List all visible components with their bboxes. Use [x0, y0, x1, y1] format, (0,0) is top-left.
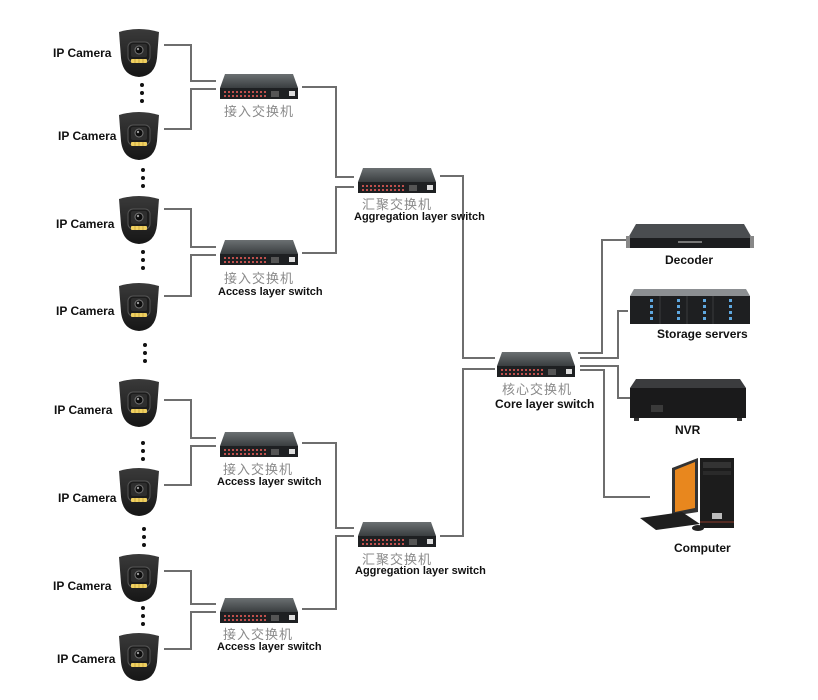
link-camera2-access1	[164, 88, 216, 130]
access-switch-label-cn: 接入交换机	[223, 463, 294, 478]
camera-icon	[118, 111, 160, 161]
aggregation-switch-label: Aggregation layer switch	[355, 565, 486, 577]
link-camera1-access1	[164, 44, 216, 82]
core-switch-label: Core layer switch	[495, 397, 595, 411]
aggregation-switch-icon	[358, 522, 436, 547]
camera-icon	[118, 553, 160, 603]
link-camera5-access3	[164, 399, 216, 439]
more-cameras-indicator	[139, 83, 145, 107]
link-core-nvr	[580, 365, 630, 399]
access-switch-label: Access layer switch	[218, 286, 323, 298]
access-switch-icon	[220, 74, 298, 99]
link-core-computer	[580, 369, 650, 498]
link-camera8-access4	[164, 611, 216, 650]
access-switch-label-cn: 接入交换机	[224, 105, 295, 120]
more-cameras-indicator	[140, 606, 146, 630]
aggregation-switch-icon	[358, 168, 436, 193]
storage-server-icon	[630, 289, 750, 324]
access-switch-label: Access layer switch	[217, 641, 322, 653]
aggregation-switch-label-cn: 汇聚交换机	[362, 198, 433, 213]
camera-icon	[118, 632, 160, 682]
more-cameras-indicator	[140, 250, 146, 274]
aggregation-switch-label-cn: 汇聚交换机	[362, 553, 433, 568]
nvr-label: NVR	[675, 423, 701, 437]
switches	[220, 74, 575, 623]
camera-label: IP Camera	[56, 217, 115, 231]
camera-label: IP Camera	[53, 46, 112, 60]
camera-label: IP Camera	[58, 491, 117, 505]
core-switch-label-cn: 核心交换机	[502, 383, 573, 398]
access-switch-label-cn: 接入交换机	[223, 628, 294, 643]
camera-label: IP Camera	[53, 579, 112, 593]
access-switch-icon	[220, 240, 298, 265]
camera-icon	[118, 467, 160, 517]
camera-icon	[118, 282, 160, 332]
more-cameras-indicator	[142, 343, 148, 367]
link-core-storage	[580, 310, 628, 359]
link-camera4-access2	[164, 254, 216, 297]
computer-icon	[640, 458, 734, 531]
storage-servers-label: Storage servers	[657, 327, 748, 341]
camera-label: IP Camera	[57, 652, 116, 666]
link-camera6-access3	[164, 445, 216, 486]
cameras	[118, 28, 160, 682]
decoder-label: Decoder	[665, 253, 714, 267]
connectors	[164, 44, 650, 650]
link-access4-agg2	[302, 535, 354, 610]
camera-icon	[118, 28, 160, 78]
link-access3-agg2	[302, 442, 354, 529]
link-access1-agg1	[302, 86, 354, 178]
link-camera7-access4	[164, 570, 216, 605]
more-cameras-indicator	[140, 168, 146, 192]
camera-icon	[118, 378, 160, 428]
access-switch-label: Access layer switch	[217, 476, 322, 488]
core-switch-icon	[497, 352, 575, 377]
more-cameras-indicator	[140, 441, 146, 465]
nvr-icon	[630, 379, 746, 421]
camera-label: IP Camera	[54, 403, 113, 417]
more-cameras-indicator	[141, 527, 147, 551]
link-core-decoder	[578, 239, 626, 354]
aggregation-switch-label: Aggregation layer switch	[354, 211, 485, 223]
link-camera3-access2	[164, 208, 216, 248]
computer-label: Computer	[674, 541, 731, 555]
camera-label: IP Camera	[58, 129, 117, 143]
camera-label: IP Camera	[56, 304, 115, 318]
decoder-icon	[626, 224, 754, 248]
link-agg2-core	[440, 368, 495, 537]
access-switch-icon	[220, 432, 298, 457]
link-agg1-core	[440, 175, 495, 359]
access-switch-label-cn: 接入交换机	[224, 272, 295, 287]
access-switch-icon	[220, 598, 298, 623]
link-access2-agg1	[302, 186, 354, 254]
camera-icon	[118, 195, 160, 245]
